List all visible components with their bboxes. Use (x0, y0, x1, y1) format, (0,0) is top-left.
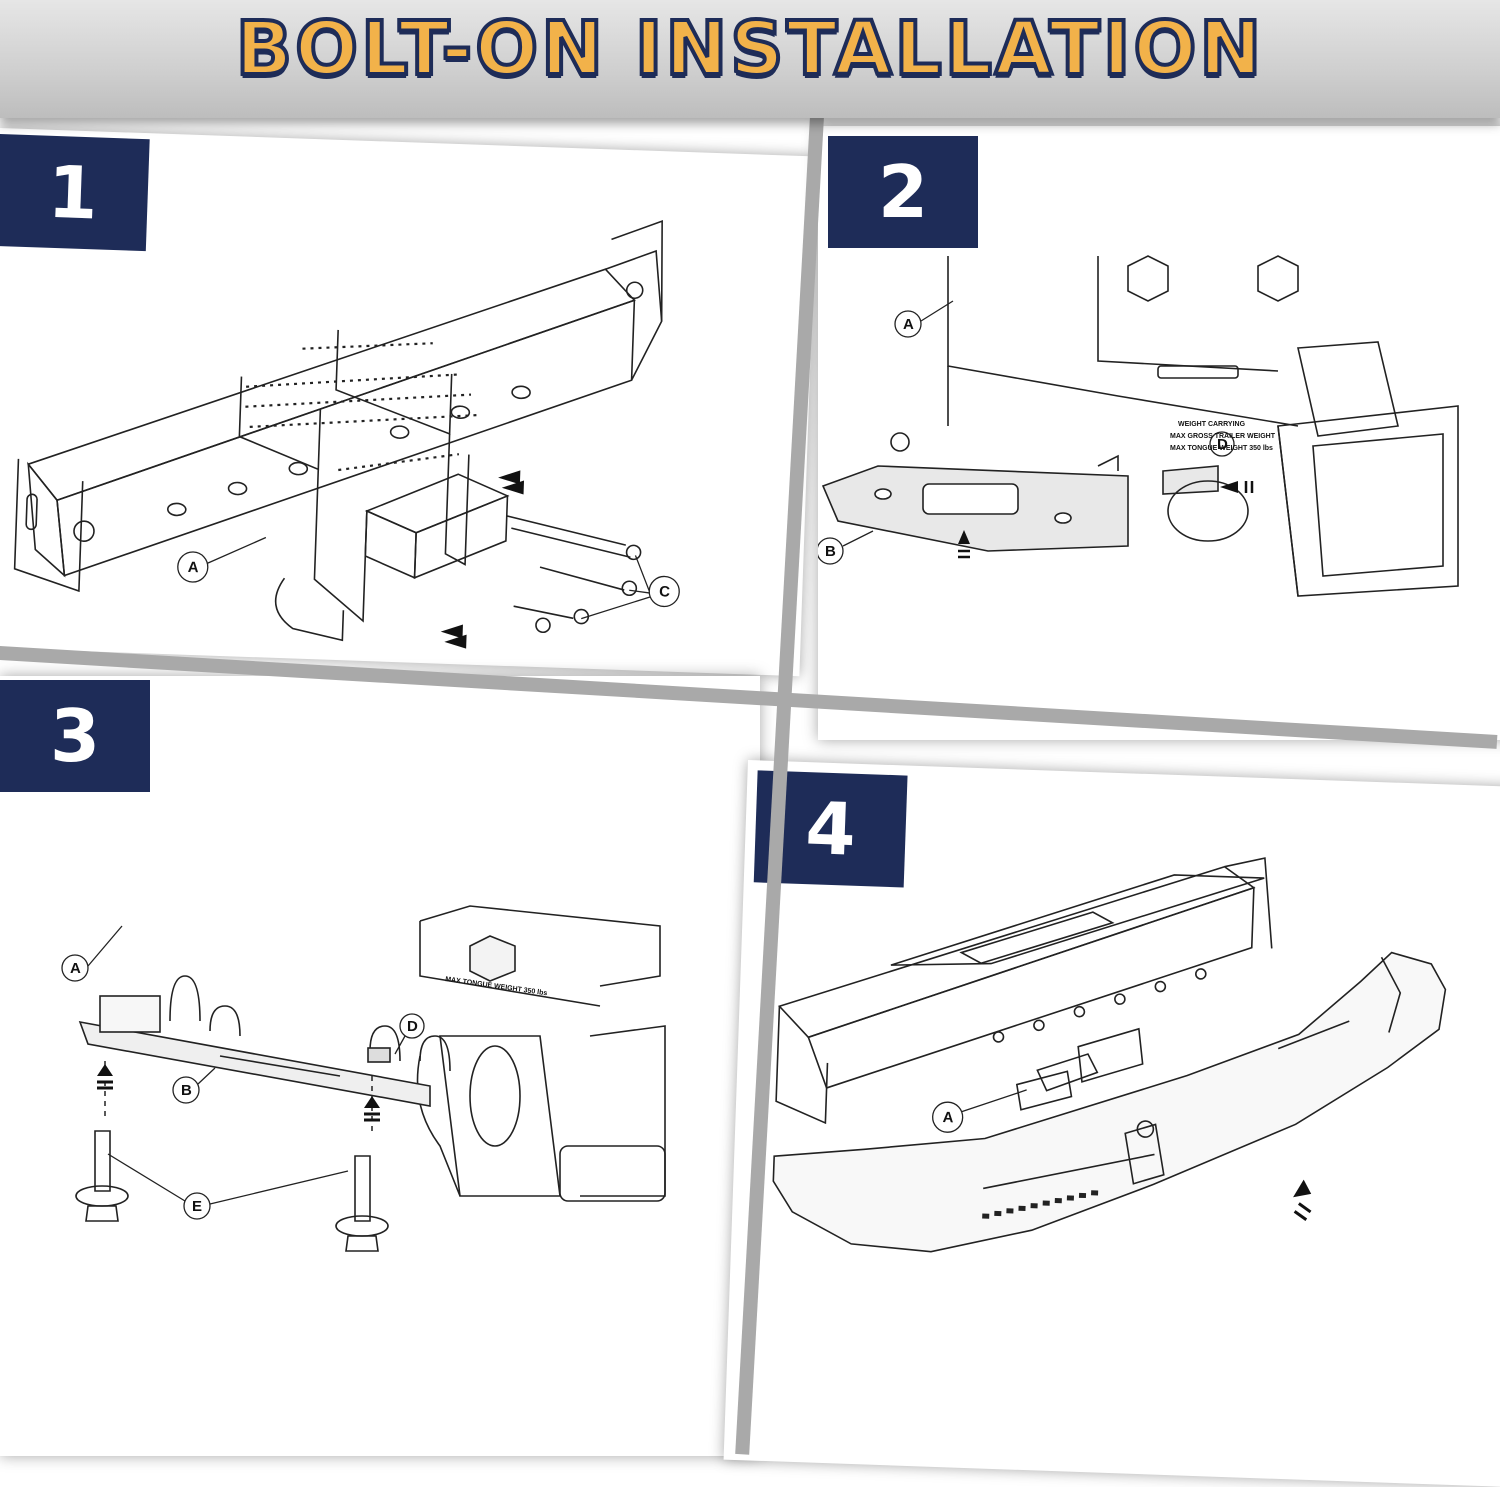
step-3-panel: 3 (0, 676, 760, 1456)
callout-b: B (825, 543, 836, 560)
step-4-panel: 4 (723, 760, 1500, 1487)
callout-b: B (181, 1082, 192, 1099)
callout-a: A (70, 960, 81, 977)
step-2-panel: 2 (818, 126, 1500, 740)
step-2-illustration: A B D WEIGHT CARRYING MAX GROSS TRAILER … (818, 255, 1459, 597)
step-3-number: 3 (0, 680, 150, 792)
callout-d: D (407, 1018, 418, 1035)
plate-text-line-1: WEIGHT CARRYING (1178, 421, 1246, 428)
page-title: BOLT-ON INSTALLATION (234, 4, 1265, 94)
step-3-illustration: A B D E MAX TONGUE WEIGHT 350 lbs (61, 905, 666, 1252)
callout-a: A (187, 559, 199, 576)
step-2-number: 2 (828, 136, 978, 248)
step-1-illustration: A C (13, 220, 680, 649)
step-1-panel: 1 (0, 128, 818, 677)
header-banner: BOLT-ON INSTALLATION (0, 0, 1500, 118)
callout-a: A (942, 1109, 954, 1126)
callout-e: E (192, 1198, 202, 1215)
step-4-illustration: A (772, 857, 1447, 1253)
plate-text-line-2: MAX GROSS TRAILER WEIGHT (1170, 433, 1276, 440)
callout-c: C (659, 583, 671, 600)
callout-a: A (903, 316, 914, 333)
callout-d: D (1217, 436, 1228, 453)
plate-text-line-3: MAX TONGUE WEIGHT 350 lbs (1170, 445, 1273, 452)
